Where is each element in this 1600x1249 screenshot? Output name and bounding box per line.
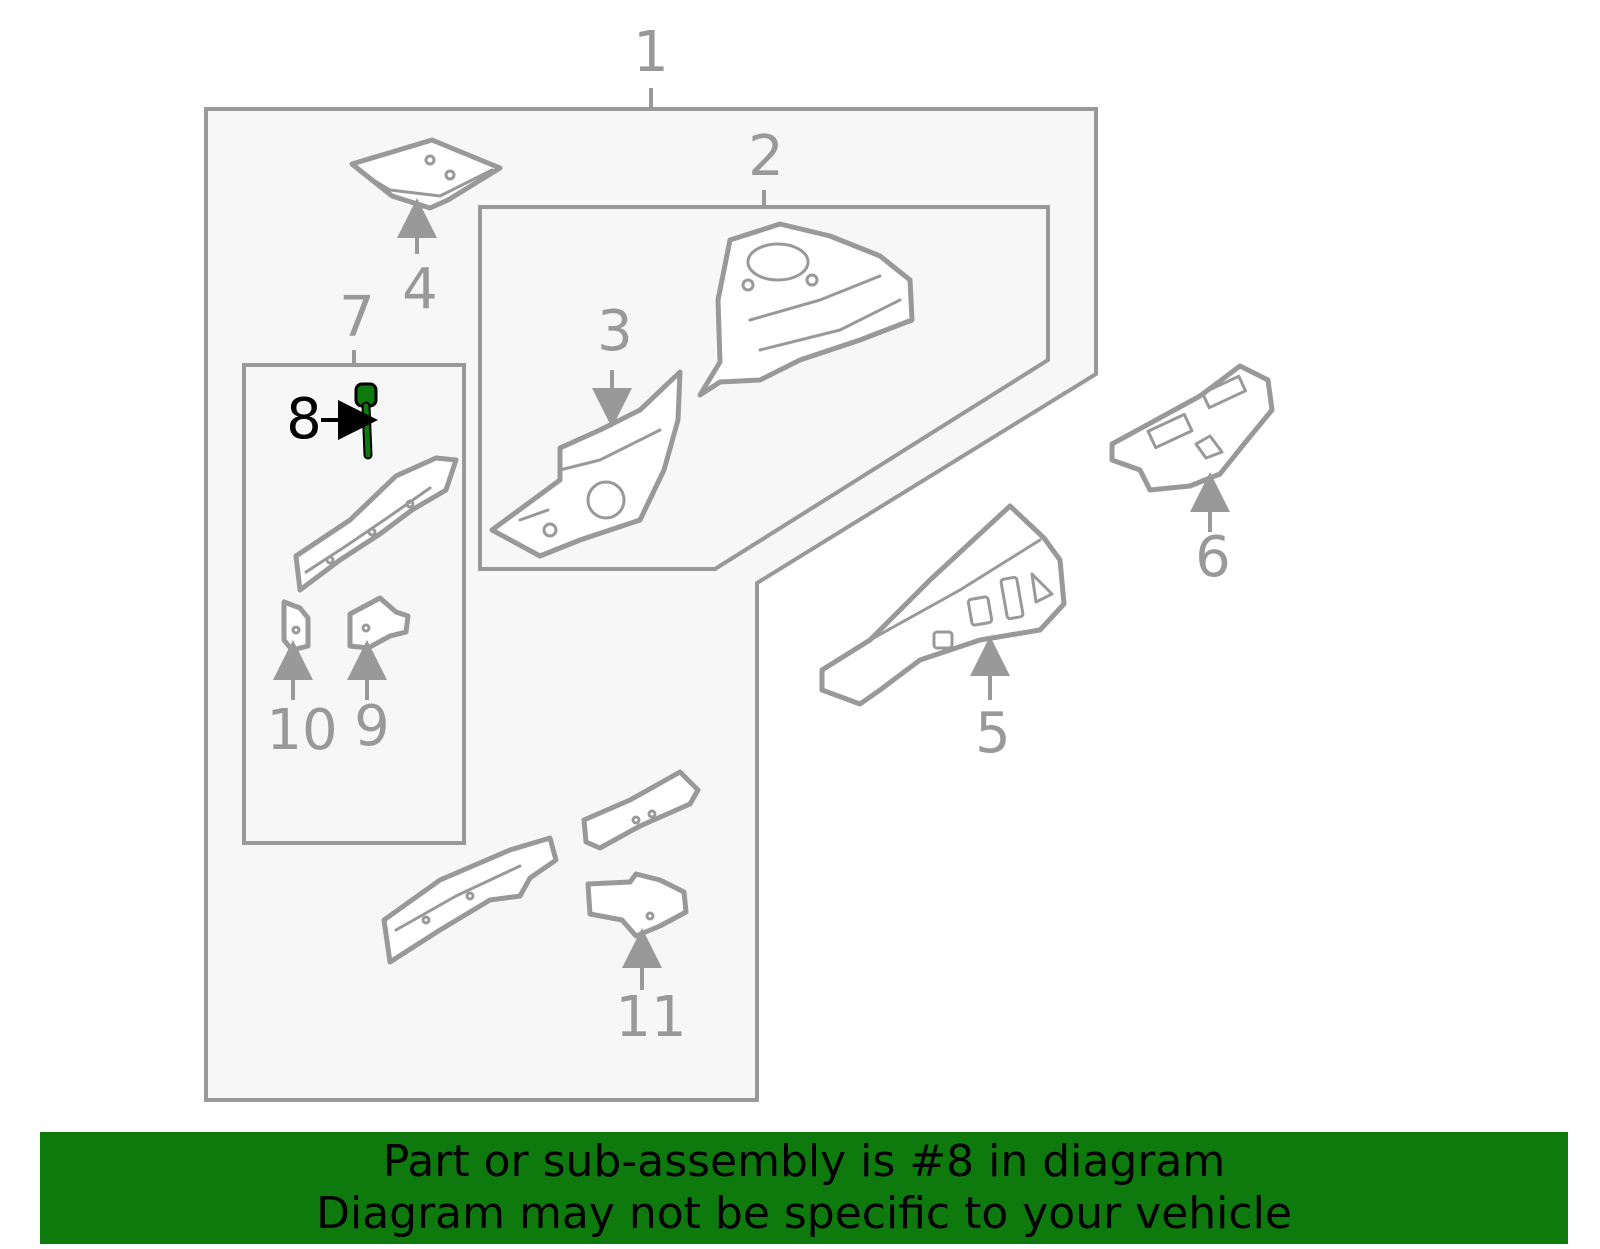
part-6-shape[interactable] <box>1109 363 1275 493</box>
callout-1: 1 <box>633 20 669 85</box>
part-11-rail-shape[interactable] <box>381 835 559 965</box>
callout-2: 2 <box>748 124 784 189</box>
callout-9: 9 <box>354 694 390 759</box>
part-11-upper-shape[interactable] <box>581 769 701 851</box>
part-7-rail-shape[interactable] <box>293 455 459 593</box>
callout-10: 10 <box>266 698 337 763</box>
callout-3: 3 <box>597 299 633 364</box>
callout-11: 11 <box>615 985 686 1050</box>
callout-6: 6 <box>1195 525 1231 590</box>
callout-5: 5 <box>975 701 1011 766</box>
part-4-shape[interactable] <box>349 137 503 211</box>
part-info-banner: Part or sub-assembly is #8 in diagram Di… <box>40 1132 1568 1244</box>
banner-line-1: Part or sub-assembly is #8 in diagram <box>382 1136 1226 1187</box>
callout-8: 8 <box>286 387 322 452</box>
part-3-shape[interactable] <box>489 369 683 559</box>
part-11-bracket-shape[interactable] <box>585 871 689 939</box>
banner-line-2: Diagram may not be specific to your vehi… <box>316 1188 1292 1239</box>
part-2-shape[interactable] <box>697 221 915 398</box>
callout-4: 4 <box>402 257 438 322</box>
assembly-7-frame <box>242 363 466 845</box>
callout-7: 7 <box>339 285 375 350</box>
part-5-shape[interactable] <box>819 503 1067 707</box>
